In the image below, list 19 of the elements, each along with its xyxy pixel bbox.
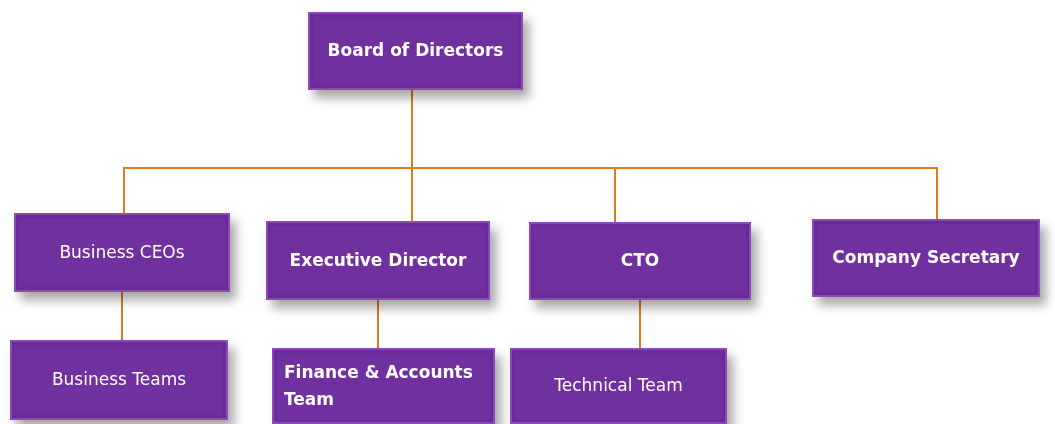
org-box bbox=[14, 213, 230, 292]
org-box bbox=[812, 219, 1040, 297]
box-label: Technical Team bbox=[554, 374, 683, 398]
box-label: Finance & Accounts Team bbox=[284, 360, 474, 411]
connector-line bbox=[377, 299, 379, 349]
box-label: Business CEOs bbox=[59, 240, 185, 264]
org-box bbox=[266, 221, 490, 300]
org-box bbox=[510, 348, 727, 424]
org-box bbox=[10, 340, 228, 420]
box-label: Board of Directors bbox=[327, 39, 504, 63]
box-label: Executive Director bbox=[289, 248, 467, 272]
org-box bbox=[272, 348, 495, 424]
org-box bbox=[529, 222, 751, 300]
connector-line bbox=[639, 299, 641, 349]
box-label: CTO bbox=[620, 249, 660, 273]
box-label: Company Secretary bbox=[832, 246, 1020, 270]
connector-line bbox=[121, 291, 123, 341]
box-label: Business Teams bbox=[51, 368, 187, 392]
org-box bbox=[308, 12, 523, 90]
